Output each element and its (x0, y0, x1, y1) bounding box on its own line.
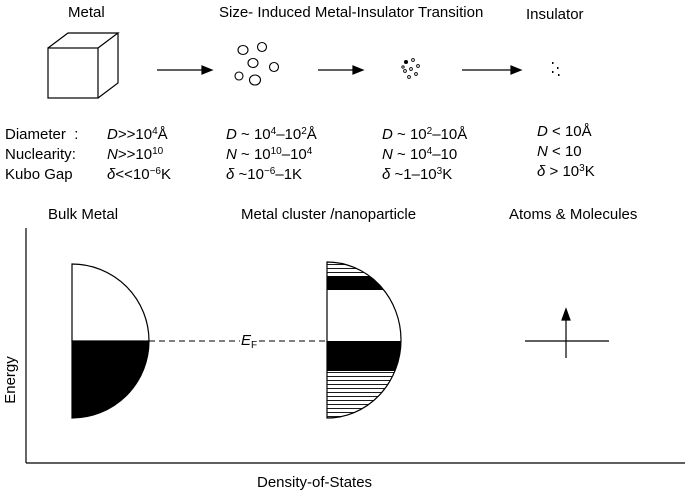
property-row-labels: Diameter : Nuclearity: Kubo Gap (5, 126, 79, 183)
insulator-values: D < 10Å N < 10 δ > 103K (537, 123, 595, 180)
bulk-metal-values: D>>104Å N>>1010 δ<<10−6K (107, 126, 171, 183)
x-axis-label: Density-of-States (257, 474, 373, 491)
insulator-label: Insulator (526, 6, 584, 23)
cluster-section-label: Metal cluster /nanoparticle (241, 206, 417, 223)
atomic-level-arrow-icon (525, 307, 609, 358)
nuclearity-label: Nuclearity (5, 146, 72, 163)
small-cluster-dots-icon (401, 58, 420, 79)
metal-label: Metal (68, 4, 105, 21)
small-cluster-values: D ~ 102–10Å N ~ 104–10 δ ~1–103K (382, 126, 468, 183)
nanoparticle-circles-icon (234, 41, 280, 86)
fermi-level-label: EF (240, 332, 259, 351)
transition-arrows (157, 65, 523, 75)
cluster-dos-bands (326, 261, 402, 419)
energy-dos-axes (25, 228, 685, 464)
diameter-label: Diameter (5, 126, 66, 143)
bulk-metal-dos-shape (71, 263, 150, 419)
kubo-gap-label: Kubo Gap (5, 166, 73, 183)
transition-title: Size- Induced Metal-Insulator Transition (219, 4, 484, 21)
cluster-values: D ~ 104–102Å N ~ 1010–104 δ ~10−6–1K (226, 126, 317, 183)
bulk-metal-section-label: Bulk Metal (48, 206, 119, 223)
atom-specks-icon (552, 62, 560, 76)
bulk-metal-cube-icon (47, 32, 120, 99)
atoms-section-label: Atoms & Molecules (509, 206, 638, 223)
y-axis-label: Energy (2, 356, 19, 404)
